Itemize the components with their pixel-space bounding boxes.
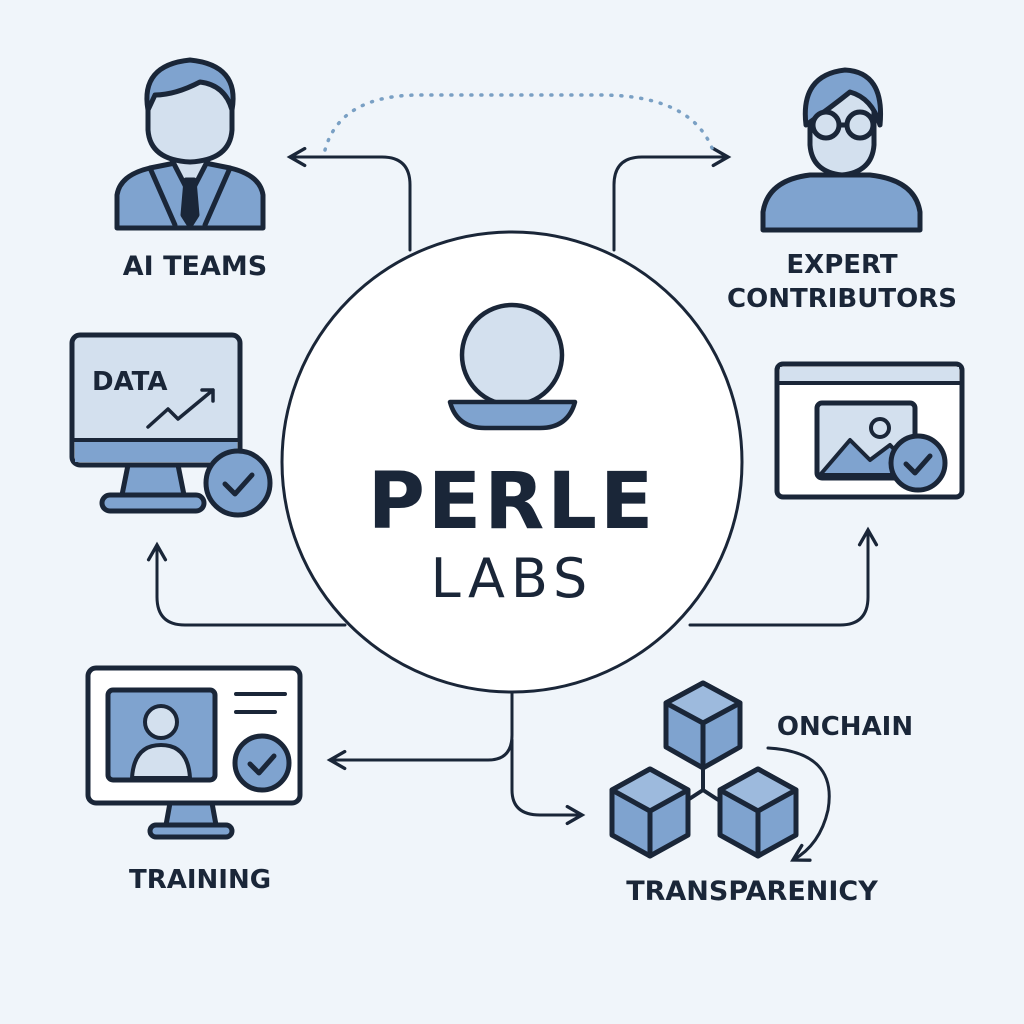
arrow-to-experts: [612, 146, 732, 252]
check-badge-icon: [203, 448, 273, 518]
cube-icon: [663, 680, 743, 771]
transparency-label: TRANSPARENICY: [626, 876, 878, 907]
cube-icon: [717, 766, 799, 859]
arrow-to-data: [146, 541, 347, 627]
arrow-to-image-review: [688, 526, 879, 627]
image-review-window-icon: [774, 361, 965, 500]
dotted-link: [323, 93, 714, 152]
blockchain-cubes-icon: [609, 680, 799, 859]
cube-icon: [609, 766, 691, 859]
ai-teams-person-icon: [114, 57, 266, 231]
onchain-curved-arrow: [766, 746, 831, 862]
arrow-to-ai-teams: [286, 146, 412, 252]
center-title: PERLE: [368, 457, 657, 547]
perle-logo-icon: [447, 302, 578, 431]
onchain-label: ONCHAIN: [777, 712, 913, 742]
data-screen-label: DATA: [92, 367, 168, 397]
expert-person-icon: [760, 67, 923, 233]
center-subtitle: LABS: [431, 547, 594, 610]
center-hub: PERLE LABS: [280, 230, 744, 694]
data-monitor-icon: [69, 332, 243, 514]
arrow-to-training: [326, 690, 514, 771]
ai-teams-label: AI TEAMS: [123, 251, 267, 282]
expert-label-line1: EXPERT: [786, 250, 897, 280]
training-label: TRAINING: [129, 865, 271, 895]
training-monitor-icon: [85, 665, 303, 840]
connectors: [146, 93, 879, 862]
expert-label-line2: CONTRIBUTORS: [727, 284, 957, 314]
arrow-to-onchain: [510, 738, 586, 826]
